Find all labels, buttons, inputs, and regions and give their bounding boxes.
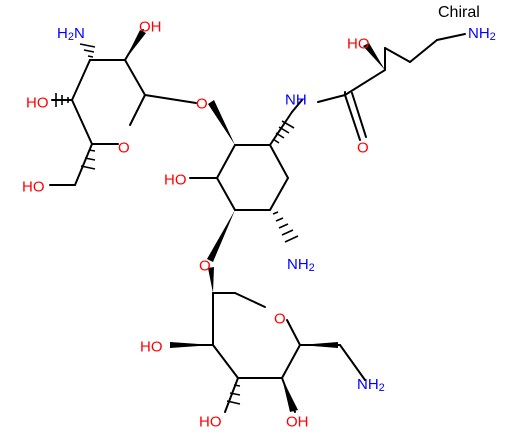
amino-group-top: NH2 — [468, 25, 496, 44]
bond-lines — [49, 29, 466, 413]
amino-group-sugar1: H2N — [57, 25, 85, 44]
bond-hash — [272, 138, 280, 144]
bond-hash — [87, 55, 94, 58]
bond-hash — [229, 392, 241, 396]
hydroxymethyl-label: HO — [22, 179, 45, 196]
bond-hash — [83, 49, 95, 53]
amino-group-bottom: NH2 — [357, 376, 385, 395]
bond-hash — [88, 149, 96, 152]
bond-hash — [84, 157, 96, 161]
hydroxyl-label-bottom-right: OH — [286, 414, 309, 431]
hydroxyl-label-sugar2-left: HO — [140, 339, 163, 356]
hydroxyl-label-bottom-left: HO — [199, 414, 222, 431]
glycosidic-oxygen-2: O — [199, 258, 211, 275]
bond — [129, 94, 146, 126]
bond — [286, 319, 301, 346]
bond-hash — [233, 384, 241, 387]
hydroxyl-label-center: HO — [164, 172, 187, 189]
bond — [269, 177, 289, 211]
bond-hash — [275, 217, 284, 222]
bond-wedge — [125, 30, 146, 60]
bond-hash — [278, 126, 290, 134]
bond — [144, 94, 197, 104]
bond-wedge — [170, 342, 213, 348]
bond-wedge — [208, 100, 235, 145]
hydroxyl-label-sugar1-c4: HO — [26, 95, 49, 112]
bond — [71, 99, 93, 145]
bond — [351, 92, 367, 138]
stereo-bonds — [55, 30, 385, 412]
bond — [339, 344, 366, 381]
bond-hash — [275, 132, 285, 139]
bond — [269, 144, 289, 179]
bond — [216, 144, 236, 179]
bond — [71, 59, 91, 101]
bond — [124, 59, 146, 96]
bond-hash — [278, 223, 289, 229]
bond — [317, 94, 346, 103]
bond-hash — [281, 120, 295, 129]
amino-group-center: NH2 — [287, 256, 315, 275]
amide-nh-label: NH — [285, 92, 307, 109]
glycosidic-oxygen-1: O — [196, 96, 208, 113]
bond-wedge — [282, 378, 298, 412]
ring-oxygen-2: O — [274, 311, 286, 328]
bond-hash — [80, 165, 96, 170]
bond — [384, 47, 411, 63]
chiral-label: Chiral — [438, 4, 480, 21]
bond-wedge — [300, 342, 338, 348]
bond — [212, 344, 239, 379]
atom-labels: Chiral NH2 HO NH O H2N OH HO O O HO HO N… — [22, 4, 496, 431]
hydroxyl-label-sugar1-c2: OH — [139, 19, 162, 36]
bond — [436, 33, 466, 41]
bond — [224, 377, 239, 413]
bond-hash — [281, 229, 294, 236]
bond-wedge — [208, 267, 214, 293]
bond — [281, 344, 301, 379]
ring-oxygen-1: O — [118, 140, 130, 157]
carbonyl-oxygen-label: O — [357, 140, 369, 157]
hydroxyl-label-chain: HO — [347, 36, 370, 53]
bond-hash — [272, 211, 279, 215]
bond-hash — [79, 43, 96, 48]
bond-wedge — [207, 210, 235, 262]
bond — [409, 39, 438, 63]
bond — [344, 94, 361, 141]
bond — [234, 292, 266, 308]
bond-wedge — [363, 43, 385, 70]
bond — [216, 177, 236, 211]
bond-hash — [226, 400, 241, 405]
bond-hash — [284, 235, 299, 243]
bond — [344, 69, 386, 96]
bond — [291, 99, 303, 113]
